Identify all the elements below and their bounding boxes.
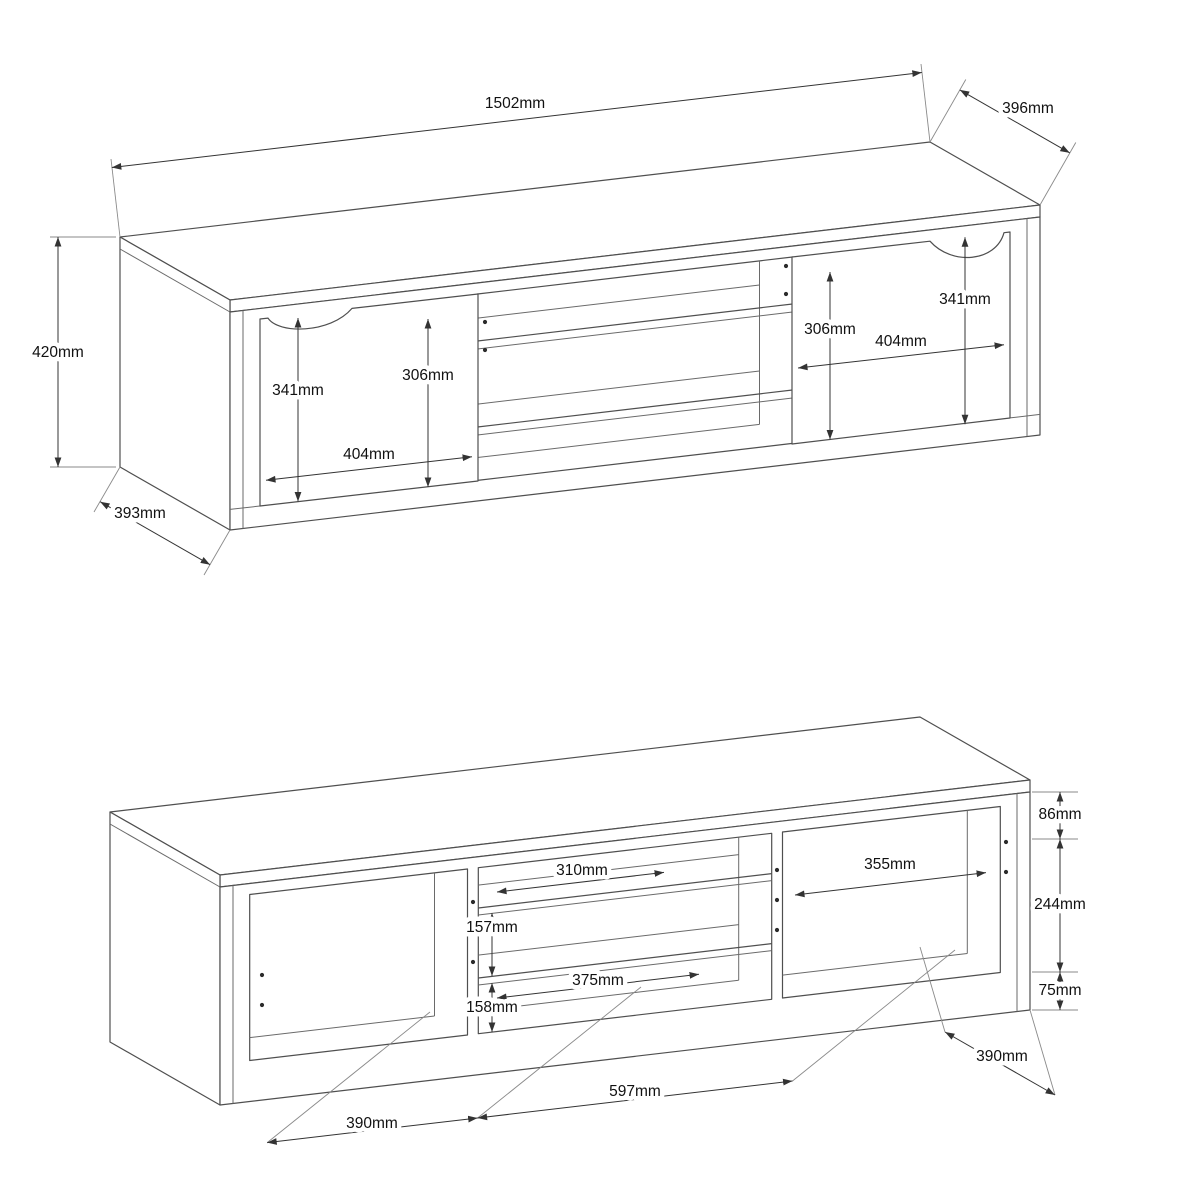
- dim-left-door-width-label: 404mm: [343, 446, 395, 463]
- dim-right-opening-width-label: 355mm: [864, 856, 916, 873]
- center-opening: [476, 256, 794, 481]
- dim-plinth-height-label: 75mm: [1038, 982, 1081, 999]
- cabinet-body: [119, 141, 1041, 531]
- carcass: [109, 716, 1031, 1106]
- dim-right-section-width-label: 597mm: [609, 1083, 661, 1100]
- right-door: [791, 231, 1011, 445]
- dim-overall-width-label: 1502mm: [485, 95, 545, 112]
- dim-shelf-spacing-label: 244mm: [1034, 896, 1086, 913]
- left-opening: [249, 868, 469, 1062]
- dim-right-door-opening-height-label: 306mm: [804, 321, 856, 338]
- dim-upper-gap-label: 157mm: [466, 919, 518, 936]
- dim-overall-height-label: 420mm: [32, 344, 84, 361]
- left-door: [259, 293, 479, 507]
- dim-left-section-width: 390mm: [266, 986, 642, 1145]
- dim-top-depth-label: 396mm: [1002, 100, 1054, 117]
- dim-left-door-opening-height-label: 306mm: [402, 367, 454, 384]
- dim-lower-gap-label: 158mm: [466, 999, 518, 1016]
- dim-overall-height: 420mm: [28, 236, 116, 468]
- left-opening-interior: [249, 869, 435, 1042]
- assembled-view: 1502mm 396mm 420mm 393mm 341mm 306mm: [28, 63, 1077, 576]
- dim-depth-label: 390mm: [976, 1048, 1028, 1065]
- dim-shelf-spacing: 244mm: [1030, 839, 1090, 973]
- dim-right-door-width-label: 404mm: [875, 333, 927, 350]
- right-opening: [781, 805, 1001, 999]
- dim-left-section-width-label: 390mm: [346, 1115, 398, 1132]
- dim-left-door-height: 341mm: [268, 318, 328, 502]
- dim-top-offset-label: 86mm: [1038, 806, 1081, 823]
- dim-side-depth-label: 393mm: [114, 505, 166, 522]
- center-opening-interior: [477, 257, 793, 462]
- open-view: 86mm 244mm 75mm 390mm 355mm 310mm: [109, 716, 1090, 1145]
- dim-upper-shelf-width-label: 310mm: [556, 862, 608, 879]
- dim-top-offset: 86mm: [1032, 791, 1086, 840]
- dim-lower-shelf-width-label: 375mm: [572, 972, 624, 989]
- dim-right-opening-width: 355mm: [794, 852, 987, 898]
- dim-right-door-height-label: 341mm: [939, 291, 991, 308]
- dim-left-door-height-label: 341mm: [272, 382, 324, 399]
- dim-plinth-height: 75mm: [1032, 972, 1086, 1011]
- center-opening: [477, 832, 773, 1035]
